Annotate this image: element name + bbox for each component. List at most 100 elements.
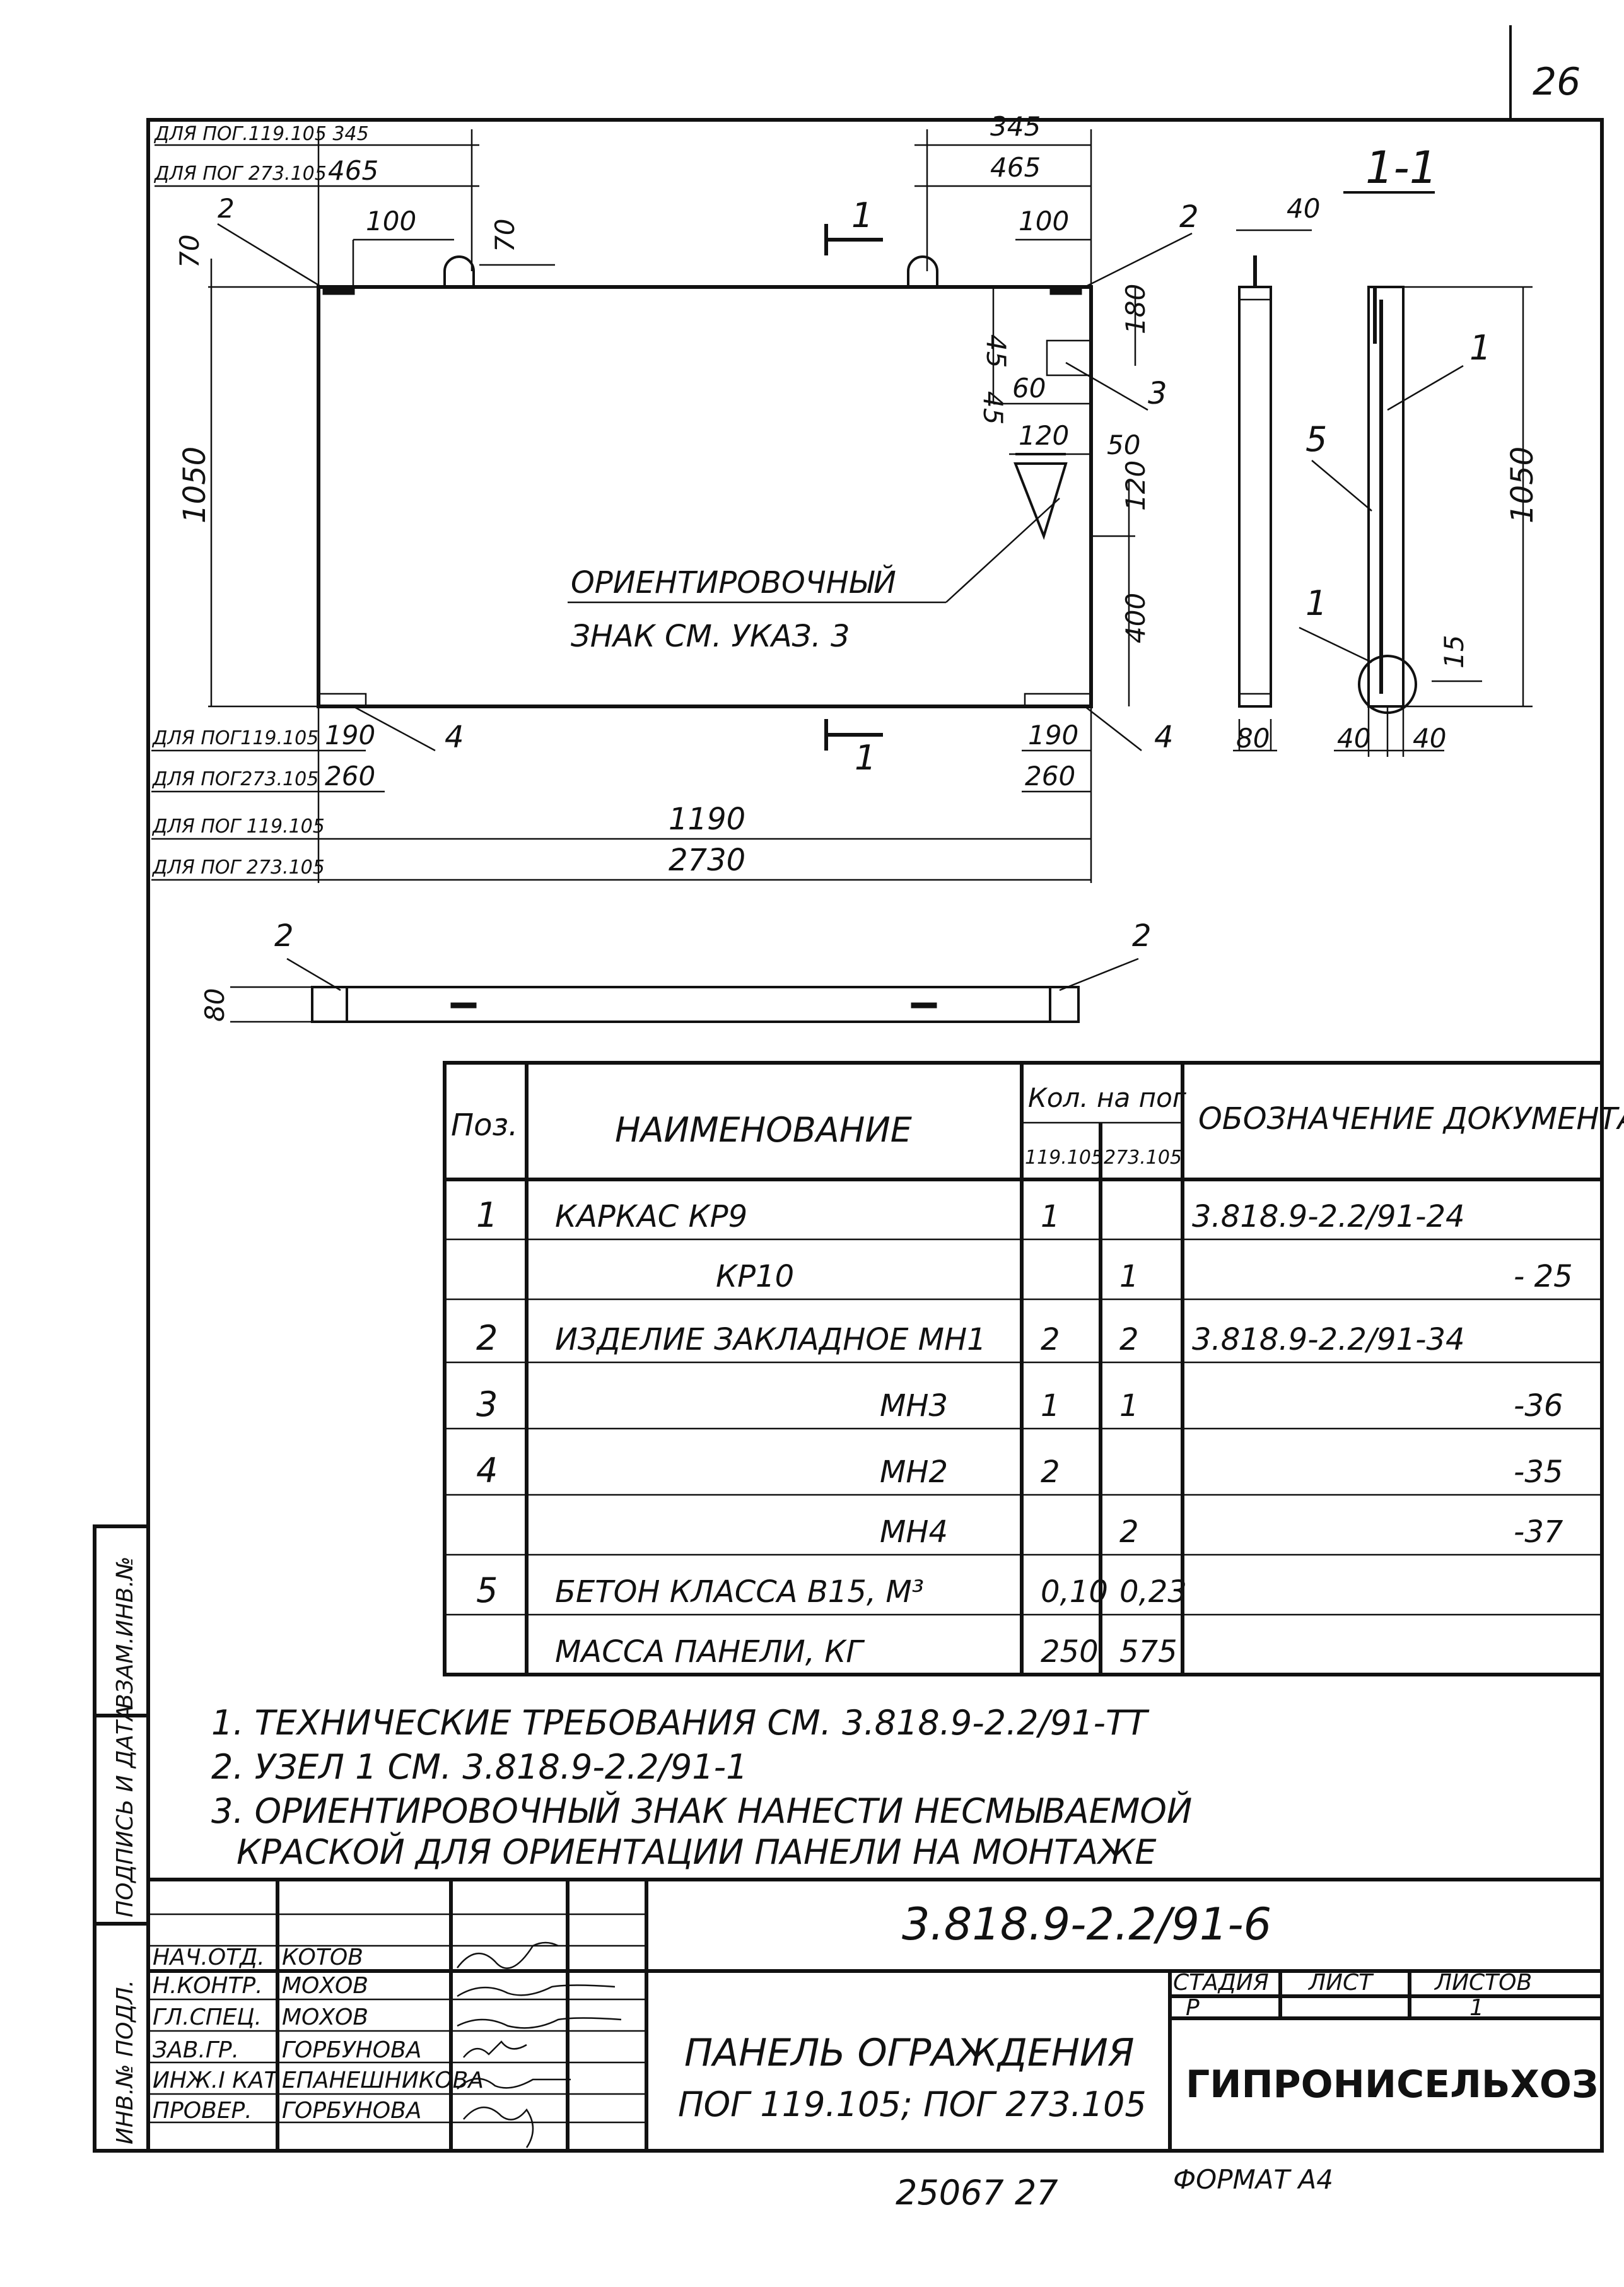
spec-cell-qb: 575 <box>1119 1634 1177 1670</box>
org-name: ГИПРОНИСЕЛЬХОЗ <box>1186 2062 1599 2107</box>
spec-cell-doc: -36 <box>1514 1388 1563 1424</box>
callout-2-bot-l: 2 <box>274 918 294 954</box>
title-block-grid <box>148 1878 1602 2151</box>
panel-plan <box>317 285 1093 708</box>
plate-3 <box>1046 339 1092 377</box>
side-loop-left <box>450 1002 477 1009</box>
spec-cell-doc: 3.818.9-2.2/91-24 <box>1192 1199 1465 1234</box>
spec-cell-qb: 2 <box>1119 1514 1139 1550</box>
callout-3: 3 <box>1148 376 1167 411</box>
th-qty-b: 273.105 <box>1104 1147 1182 1169</box>
spec-cell-name: БЕТОН КЛАССА В15, М³ <box>555 1574 924 1610</box>
stage-value: Р <box>1186 1995 1200 2021</box>
strip-inv-no: ИНВ.№ ПОДЛ. <box>112 1980 138 2144</box>
dim-180: 180 <box>1120 284 1151 334</box>
spec-cell-doc: 3.818.9-2.2/91-34 <box>1192 1322 1465 1357</box>
dim-1050-left: 1050 <box>177 447 213 523</box>
dim-label-273-260: ДЛЯ ПОГ273.105 <box>151 768 318 790</box>
dim-label-273-2730: ДЛЯ ПОГ 273.105 <box>151 857 325 879</box>
dim-120-top: 120 <box>1019 420 1069 451</box>
spec-cell-name: КР10 <box>716 1259 794 1294</box>
dim-1190: 1190 <box>669 802 745 837</box>
callout-4-br: 4 <box>1154 720 1174 755</box>
title-block-people: НАЧ.ОТД.КОТОВН.КОНТР.МОХОВГЛ.СПЕЦ.МОХОВЗ… <box>153 1945 484 2124</box>
plate-2-left <box>322 286 355 295</box>
dim-50: 50 <box>1107 430 1140 460</box>
sheet-number: 26 <box>1533 60 1580 104</box>
sheets-label: ЛИСТОВ <box>1434 1970 1532 1996</box>
dim-label-119-190: ДЛЯ ПОГ119.105 <box>151 727 318 749</box>
callout-2-tr: 2 <box>1179 199 1199 235</box>
spec-cell-pos: 5 <box>476 1570 498 1610</box>
strip-replace-inv: ВЗАМ.ИНВ.№ <box>112 1557 138 1710</box>
stage-label: СТАДИЯ <box>1173 1970 1269 1996</box>
dim-260-left: 260 <box>325 761 375 792</box>
callout-4-bl: 4 <box>445 720 464 755</box>
callout-section-1: 1 <box>1469 328 1491 368</box>
section-side-view <box>1238 286 1272 708</box>
dim-100-left: 100 <box>366 206 416 237</box>
doc-title-1: ПАНЕЛЬ ОГРАЖДЕНИЯ <box>684 2031 1135 2075</box>
note-1: 1. ТЕХНИЧЕСКИЕ ТРЕБОВАНИЯ СМ. 3.818.9-2.… <box>211 1703 1150 1743</box>
dim-70-mid: 70 <box>489 219 520 252</box>
dim-465-right: 465 <box>990 152 1041 183</box>
dim-15-section: 15 <box>1439 635 1469 669</box>
spec-cell-pos: 4 <box>476 1451 498 1490</box>
spec-cell-doc: -35 <box>1514 1454 1563 1490</box>
spec-cell-qb: 1 <box>1119 1259 1139 1294</box>
sheet-label: ЛИСТ <box>1307 1970 1374 1996</box>
spec-cell-qb: 2 <box>1119 1322 1139 1357</box>
orientation-note-1: ОРИЕНТИРОВОЧНЫЙ <box>571 564 896 600</box>
spec-cell-name: МН2 <box>880 1454 948 1490</box>
spec-cell-doc: - 25 <box>1514 1259 1573 1294</box>
th-qty-a: 119.105 <box>1025 1147 1103 1169</box>
person-name: ГОРБУНОВА <box>282 2037 421 2063</box>
spec-cell-name: МАССА ПАНЕЛИ, КГ <box>555 1634 865 1670</box>
doc-code: 3.818.9-2.2/91-6 <box>902 1898 1271 1950</box>
person-name: МОХОВ <box>282 2004 368 2030</box>
spec-cell-pos: 2 <box>476 1318 498 1358</box>
dim-400: 400 <box>1120 593 1151 643</box>
left-strip-grid <box>93 1524 150 2153</box>
dim-465-left: 465 <box>328 155 378 186</box>
th-name: НАИМЕНОВАНИЕ <box>615 1110 913 1150</box>
spec-table-grid <box>443 1061 1604 1676</box>
note-3: 3. ОРИЕНТИРОВОЧНЫЙ ЗНАК НАНЕСТИ НЕСМЫВАЕ… <box>211 1791 1192 1831</box>
dim-60: 60 <box>1012 373 1046 404</box>
dim-345-right: 345 <box>990 111 1041 142</box>
person-name: ГОРБУНОВА <box>282 2098 421 2124</box>
spec-cell-qb: 1 <box>1119 1388 1139 1424</box>
dim-260-right: 260 <box>1025 761 1075 792</box>
dim-120-right: 120 <box>1120 460 1151 511</box>
spec-cell-qa: 2 <box>1041 1454 1060 1490</box>
spec-cell-name: МН3 <box>880 1388 948 1424</box>
spec-cell-qa: 2 <box>1041 1322 1060 1357</box>
section-title: 1-1 <box>1365 142 1437 194</box>
callout-section-1b: 1 <box>1306 583 1327 623</box>
person-role: ЗАВ.ГР. <box>153 2037 239 2063</box>
note-2: 2. УЗЕЛ 1 СМ. 3.818.9-2.2/91-1 <box>211 1747 747 1787</box>
note-3-cont: КРАСКОЙ ДЛЯ ОРИЕНТАЦИИ ПАНЕЛИ НА МОНТАЖЕ <box>237 1832 1157 1872</box>
spec-cell-qa: 1 <box>1041 1388 1060 1424</box>
spec-cell-name: ИЗДЕЛИЕ ЗАКЛАДНОЕ МН1 <box>555 1322 986 1357</box>
spec-cell-qa: 0,10 <box>1041 1574 1108 1610</box>
dim-45-b: 45 <box>978 391 1008 424</box>
orientation-note-2: ЗНАК СМ. УКАЗ. 3 <box>571 619 850 654</box>
dim-45-a: 45 <box>981 334 1012 368</box>
person-role: НАЧ.ОТД. <box>153 1945 265 1970</box>
th-pos: Поз. <box>451 1108 518 1143</box>
section-mark-bottom: 1 <box>855 738 876 778</box>
dim-190-left: 190 <box>325 720 375 751</box>
dim-label-119-1190: ДЛЯ ПОГ 119.105 <box>151 816 325 838</box>
person-name: КОТОВ <box>282 1945 363 1970</box>
dim-80-side: 80 <box>199 988 230 1022</box>
th-qty: Кол. на пог <box>1028 1082 1187 1113</box>
plate-4-left <box>317 693 367 708</box>
spec-cell-doc: -37 <box>1514 1514 1563 1550</box>
person-role: ИНЖ.I КАТ <box>153 2068 279 2093</box>
spec-cell-qb: 0,23 <box>1119 1574 1187 1610</box>
dim-80-section: 80 <box>1236 723 1270 754</box>
spec-cell-name: МН4 <box>880 1514 948 1550</box>
spec-cell-pos: 1 <box>476 1195 498 1235</box>
